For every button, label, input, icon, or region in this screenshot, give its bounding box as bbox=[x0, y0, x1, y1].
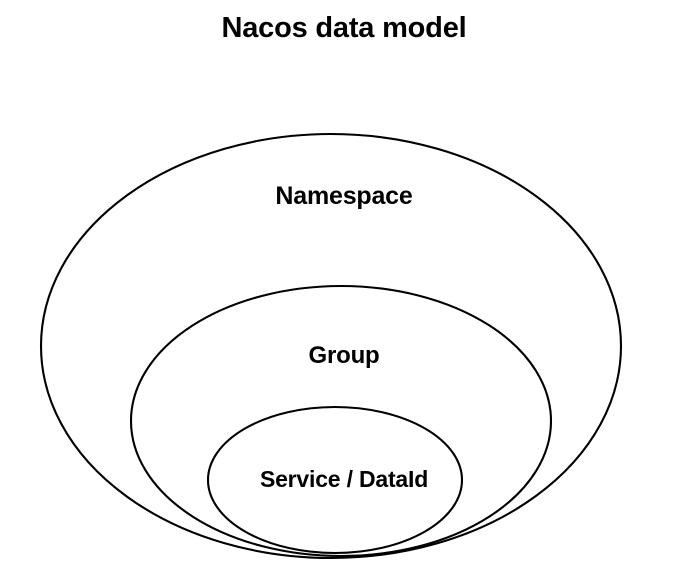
label-namespace: Namespace bbox=[275, 182, 413, 210]
ellipse-namespace bbox=[39, 132, 623, 560]
ellipse-service-dataid bbox=[206, 405, 464, 555]
ellipse-group bbox=[129, 284, 553, 558]
page-title: Nacos data model bbox=[221, 12, 467, 44]
label-service-dataid: Service / DataId bbox=[259, 466, 429, 492]
label-group: Group bbox=[308, 342, 380, 369]
